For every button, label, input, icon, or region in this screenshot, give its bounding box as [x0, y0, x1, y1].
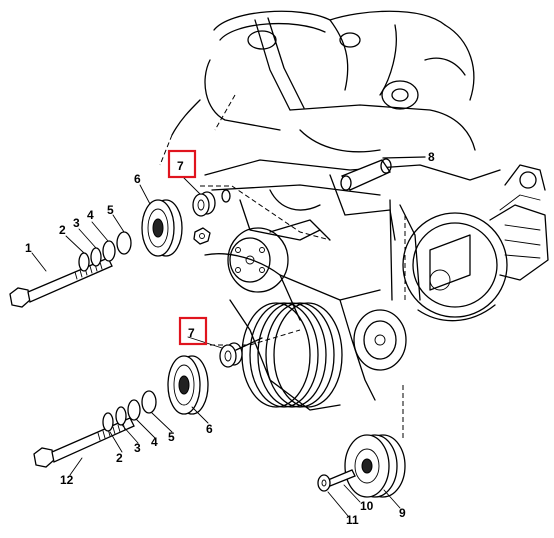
part-5-washer-lower: [141, 390, 157, 414]
callout-11: 11: [346, 513, 359, 527]
lower-right-pulley-group: [317, 434, 406, 498]
part-9-pulley: [344, 434, 406, 498]
highlight-box-upper-7: [167, 149, 197, 179]
part-3-washer-upper: [90, 247, 102, 267]
part-2-washer-lower: [102, 412, 114, 432]
callout-3-lower: 3: [134, 441, 141, 455]
callout-2-upper: 2: [59, 223, 66, 237]
part-2-washer-upper: [78, 252, 90, 272]
callout-10: 10: [360, 499, 374, 513]
engine-block-outline: [159, 10, 549, 440]
callout-3-upper: 3: [73, 216, 80, 230]
callout-6-lower: 6: [206, 422, 213, 436]
callout-7-lower: 7: [188, 326, 195, 340]
part-4-washer-lower: [127, 399, 141, 421]
part-6-pulley-lower: [167, 355, 209, 415]
upper-assembly: [9, 191, 216, 308]
callout-5-upper: 5: [107, 203, 114, 217]
part-5-washer-upper: [116, 231, 132, 255]
part-11-washer: [317, 474, 331, 492]
callout-12: 12: [60, 473, 74, 487]
callout-labels: 1 2 3 4 5 6 7 8 7 2 3 4 5 6 12 9 10 11: [25, 150, 435, 527]
part-3-washer-lower: [115, 406, 127, 426]
callout-7-upper: 7: [177, 159, 184, 173]
highlight-box-lower-7: [178, 316, 208, 346]
callout-4-lower: 4: [151, 435, 158, 449]
part-8-spacer: [340, 156, 426, 191]
lower-assembly: [33, 337, 263, 468]
callout-1: 1: [25, 241, 32, 255]
part-1-bolt-upper: [9, 257, 113, 308]
part-7-spacer-lower: [219, 342, 243, 368]
callout-9: 9: [399, 506, 406, 520]
callout-4-upper: 4: [87, 208, 94, 222]
part-6-pulley-upper: [141, 199, 183, 257]
part-12-bolt: [33, 417, 135, 468]
callout-8: 8: [428, 150, 435, 164]
part-4-washer-upper: [102, 240, 116, 262]
callout-5-lower: 5: [168, 430, 175, 444]
callout-6-upper: 6: [134, 172, 141, 186]
leader-lines: [31, 177, 401, 517]
callout-2-lower: 2: [116, 451, 123, 465]
part-7-spacer-upper: [192, 191, 216, 217]
